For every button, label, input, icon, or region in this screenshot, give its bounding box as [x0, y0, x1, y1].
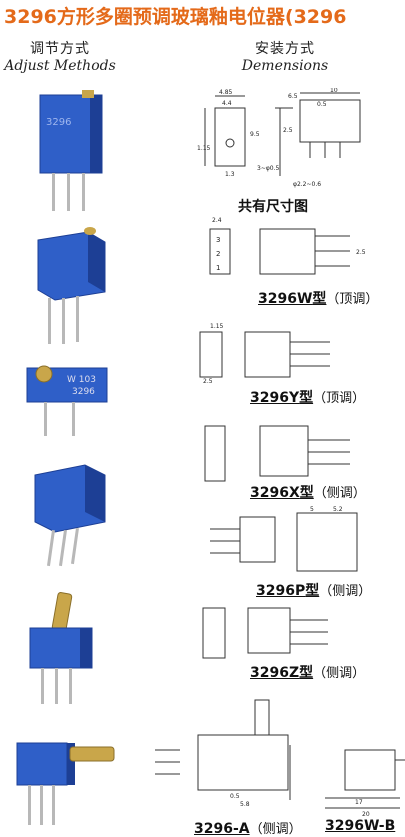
- adjust-type: （侧调）: [313, 486, 366, 501]
- right-column-heading: 安装方式 Demensions: [225, 38, 345, 74]
- left-heading-en: Adjust Methods: [4, 58, 116, 74]
- left-heading-cn: 调节方式: [30, 41, 90, 57]
- model-suffix: 型: [305, 583, 320, 599]
- model-name: 3296P: [256, 583, 306, 599]
- dim-i: 1.3: [225, 171, 235, 178]
- dim-h: 2.5: [283, 127, 293, 134]
- model-suffix: 型: [299, 485, 314, 501]
- model-name: 3296Y: [250, 390, 300, 406]
- dim-p1: 5: [310, 506, 314, 513]
- common-dimension-drawing: 4.85 4.4 6.5 10 0.5 9.5 1.15 2.5 1.3 φ2.…: [197, 88, 361, 188]
- dim-x1: 2.5: [203, 378, 213, 385]
- model-name: 3296W: [258, 291, 313, 307]
- caption-3296wb: 3296W-B: [325, 818, 395, 834]
- drawing-3296a: 5.8 0.5 17 20: [155, 699, 405, 818]
- caption-3296z: 3296Z型（侧调）: [250, 662, 365, 682]
- adjust-type: （侧调）: [319, 584, 372, 599]
- left-column-heading: 调节方式 Adjust Methods: [0, 38, 120, 74]
- pin-2: 2: [216, 250, 220, 258]
- pin-3: 3: [216, 236, 220, 244]
- model-name: 3296X: [250, 485, 300, 501]
- dim-a1: 5.8: [240, 801, 250, 808]
- page-title: 3296方形多圈预调玻璃釉电位器(3296: [4, 6, 347, 28]
- caption-3296y: 3296Y型（顶调）: [250, 387, 365, 407]
- adjust-type: （侧调）: [313, 666, 366, 681]
- potentiometer-photo-top-adjust: 3296: [39, 90, 103, 211]
- dim-c: 6.5: [288, 93, 298, 100]
- caption-3296x: 3296X型（侧调）: [250, 482, 366, 502]
- drawing-3296x: [204, 425, 350, 482]
- drawing-3296z: [202, 607, 328, 659]
- pitch: 2.5: [356, 249, 366, 256]
- potentiometer-photo-side-adjust: [34, 464, 106, 567]
- caption-3296w: 3296W型（顶调）: [258, 288, 378, 308]
- drawing-3296p: 5 5.2: [210, 506, 358, 572]
- model-suffix: 型: [299, 665, 314, 681]
- drawing-3296y: 1.15 2.5: [199, 323, 330, 385]
- potentiometer-photo-top-adjust-2: [37, 227, 106, 344]
- dim-f: 9.5: [250, 131, 260, 138]
- dim-a: 4.85: [219, 89, 233, 96]
- model-name: 3296-A: [194, 821, 250, 837]
- model-suffix: 型: [299, 390, 314, 406]
- model-name: 3296W-B: [325, 818, 396, 834]
- dim-a2: 0.5: [230, 793, 240, 800]
- pin-1: 1: [216, 264, 220, 272]
- potentiometer-photo-3296p: [29, 592, 93, 704]
- body-label-3: 3296: [72, 387, 95, 397]
- dim-e: 0.5: [317, 101, 327, 108]
- caption-3296p: 3296P型（侧调）: [256, 580, 371, 600]
- body-label-1: 3296: [46, 117, 71, 128]
- dim-p2: 5.2: [333, 506, 343, 513]
- adjust-type: （侧调）: [249, 822, 302, 837]
- potentiometer-photo-3296y: W 103 3296: [26, 365, 108, 436]
- dim-d: 10: [330, 88, 338, 94]
- common-dimension-caption: 共有尺寸图: [238, 199, 308, 215]
- dim-b: 4.4: [222, 100, 232, 107]
- caption-3296a: 3296-A（侧调）: [194, 818, 302, 837]
- dim-a3: 17: [355, 799, 363, 806]
- right-heading-en: Demensions: [241, 58, 329, 74]
- dim-a4: 20: [362, 811, 370, 818]
- right-heading-cn: 安装方式: [255, 41, 315, 57]
- adjust-type: （顶调）: [313, 391, 366, 406]
- body-label-2: W 103: [67, 375, 96, 385]
- dim-j: φ2.2~0.6: [293, 181, 321, 188]
- dim-g: 1.15: [197, 145, 211, 152]
- drawing-3296w: 2.4 3 2 1 2.5: [209, 217, 366, 275]
- potentiometer-photo-3296a: [16, 742, 115, 825]
- dim-w2: 1.15: [210, 323, 224, 330]
- adjust-type: （顶调）: [326, 292, 379, 307]
- dim-k: 3~φ0.5: [257, 165, 280, 172]
- model-suffix: 型: [312, 291, 327, 307]
- dim-w1: 2.4: [212, 217, 222, 224]
- model-name: 3296Z: [250, 665, 300, 681]
